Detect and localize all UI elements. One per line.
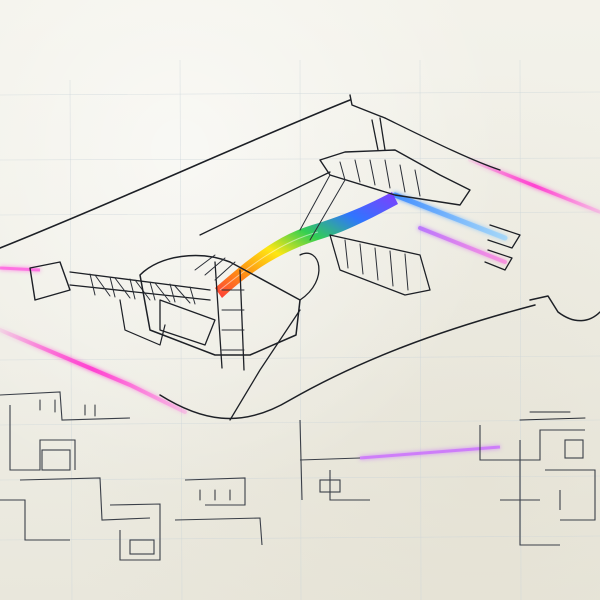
- laser-beam-bottom-right: [359, 445, 501, 460]
- sketch-grid: [0, 59, 600, 600]
- prism-spectrum-band: [215, 192, 398, 298]
- central-truss-body: [139, 252, 320, 371]
- left-truss-arm: [29, 261, 211, 346]
- suspension-wires: [0, 94, 600, 421]
- laser-beam-right-top: [468, 158, 600, 214]
- laser-beam-right-mid: [418, 226, 507, 264]
- laser-beam-right-blue: [392, 192, 508, 241]
- laser-beam-left: [0, 328, 187, 414]
- laser-beams: [0, 158, 600, 460]
- right-truss-arm: [299, 117, 521, 296]
- laser-beam-left-upper: [0, 266, 41, 272]
- bottom-circuit-schematic: [0, 391, 596, 561]
